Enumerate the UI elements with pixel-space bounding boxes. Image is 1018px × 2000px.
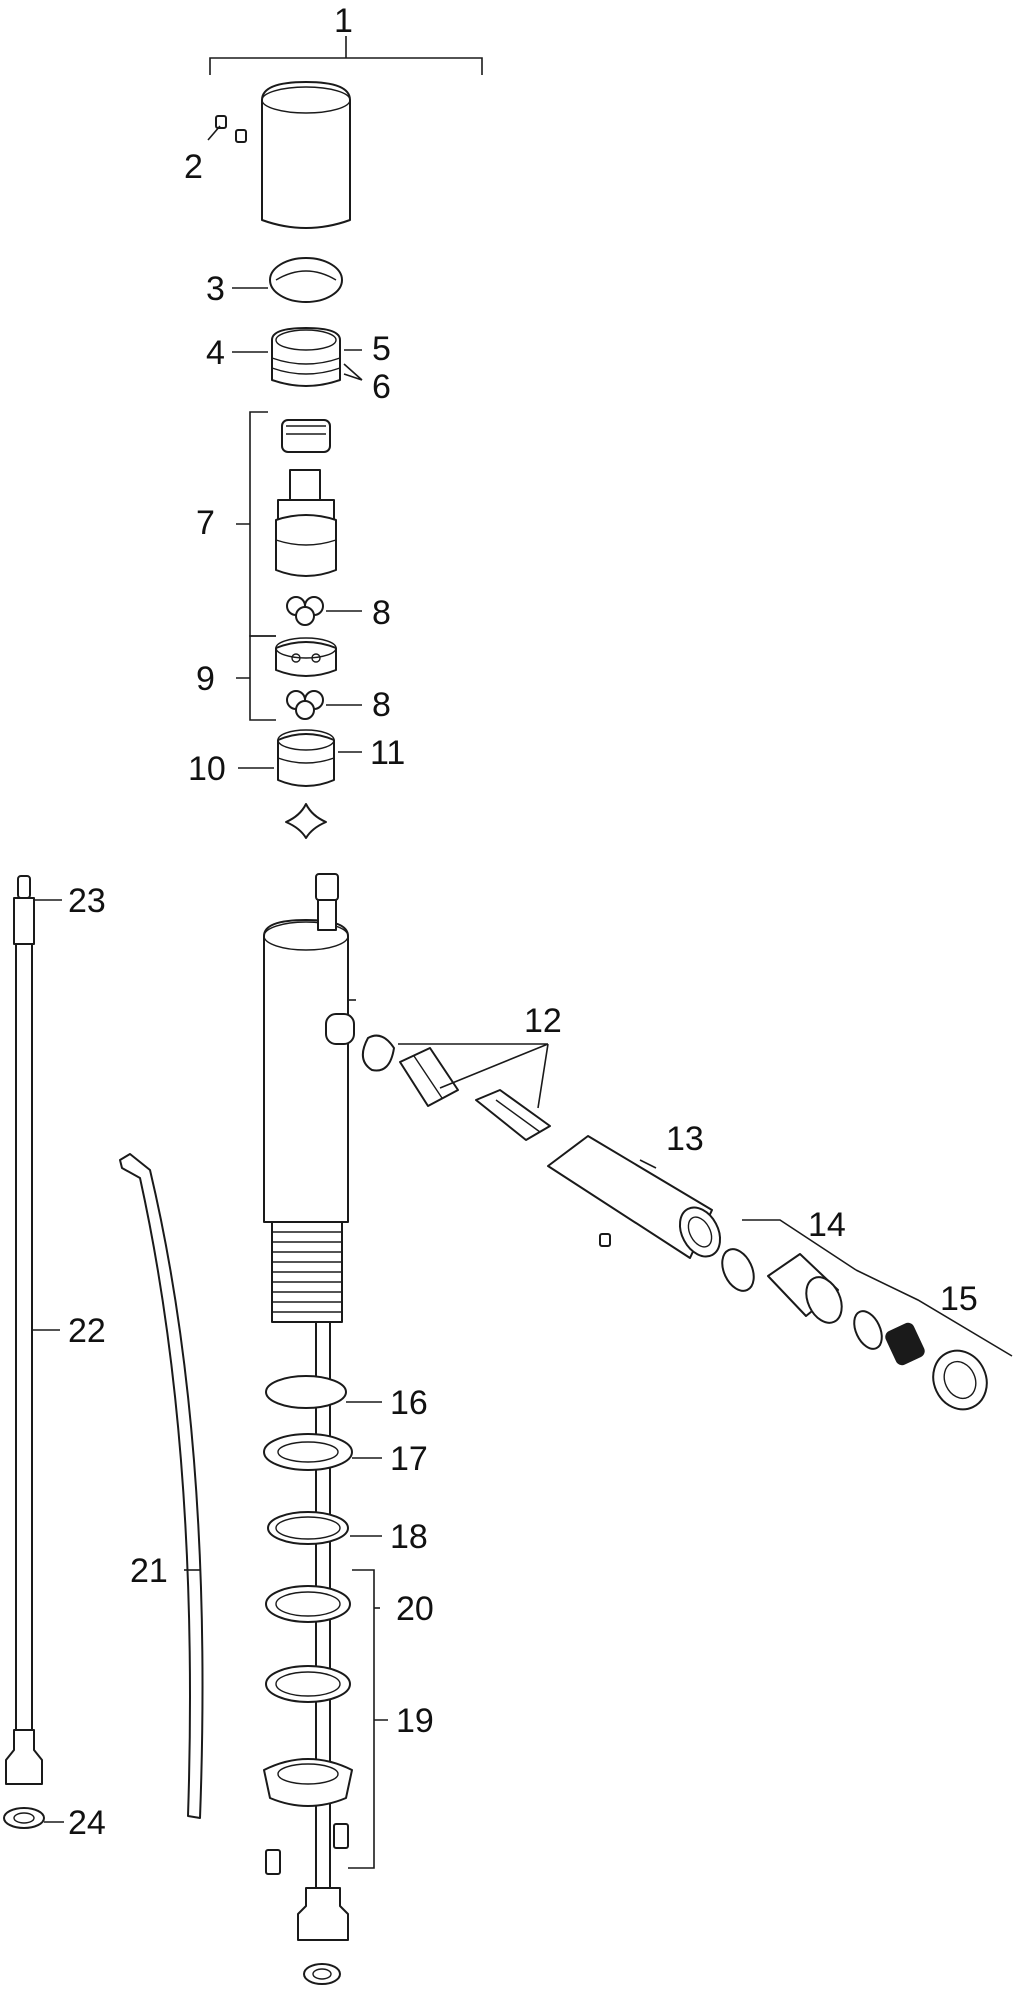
callout-24: 24	[68, 1804, 106, 1842]
part-12-spout-adapter	[361, 1034, 551, 1141]
part-18-gasket	[267, 1511, 382, 1545]
callout-12: 12	[524, 1002, 562, 1040]
part-7-cartridge	[236, 411, 337, 637]
part-1-handle	[209, 36, 483, 229]
callout-20: 20	[396, 1590, 434, 1628]
part-20-gaskets	[265, 1585, 380, 1703]
callout-9: 9	[196, 660, 215, 698]
callout-7: 7	[196, 504, 215, 542]
callout-8a: 8	[372, 594, 391, 632]
callout-13: 13	[666, 1120, 704, 1158]
part-2-set-screws	[207, 115, 247, 143]
callout-17: 17	[390, 1440, 428, 1478]
callout-3: 3	[206, 270, 225, 308]
part-16-o-ring	[265, 1375, 382, 1409]
part-23-hose-fitting-top	[13, 875, 62, 945]
callout-11: 11	[370, 734, 405, 772]
callout-10: 10	[188, 750, 226, 788]
part-9-disc-set	[236, 635, 337, 721]
part-21-rod	[119, 1153, 204, 1819]
callout-4: 4	[206, 334, 225, 372]
part-10-cartridge-base	[238, 729, 362, 787]
part-24-hose-washer	[3, 1729, 64, 1829]
callout-21: 21	[130, 1552, 168, 1590]
part-19-mounting-set	[263, 1569, 388, 1875]
part-4-bonnet-nut	[232, 327, 363, 387]
part-22-supply-hose	[15, 943, 60, 1731]
part-8-seals-lower	[286, 690, 362, 720]
callout-19: 19	[396, 1702, 434, 1740]
part-17-washer	[263, 1433, 382, 1471]
part-spring-clip	[285, 803, 327, 839]
callout-22: 22	[68, 1312, 106, 1350]
callout-5: 5	[372, 330, 391, 368]
part-15-aerator	[853, 1269, 1013, 1411]
callout-8b: 8	[372, 686, 391, 724]
part-3-cover-ring	[232, 257, 343, 303]
callout-18: 18	[390, 1518, 428, 1556]
part-14-aerator-housing	[721, 1219, 857, 1324]
callout-23: 23	[68, 882, 106, 920]
part-13-spout-tube	[547, 1135, 722, 1259]
callout-1: 1	[334, 2, 353, 40]
callout-16: 16	[390, 1384, 428, 1422]
callout-15: 15	[940, 1280, 978, 1318]
part-faucet-body	[263, 873, 356, 1985]
callout-6: 6	[372, 368, 391, 406]
part-8-seals-upper	[286, 596, 362, 626]
callout-2: 2	[184, 148, 203, 186]
callout-14: 14	[808, 1206, 846, 1244]
